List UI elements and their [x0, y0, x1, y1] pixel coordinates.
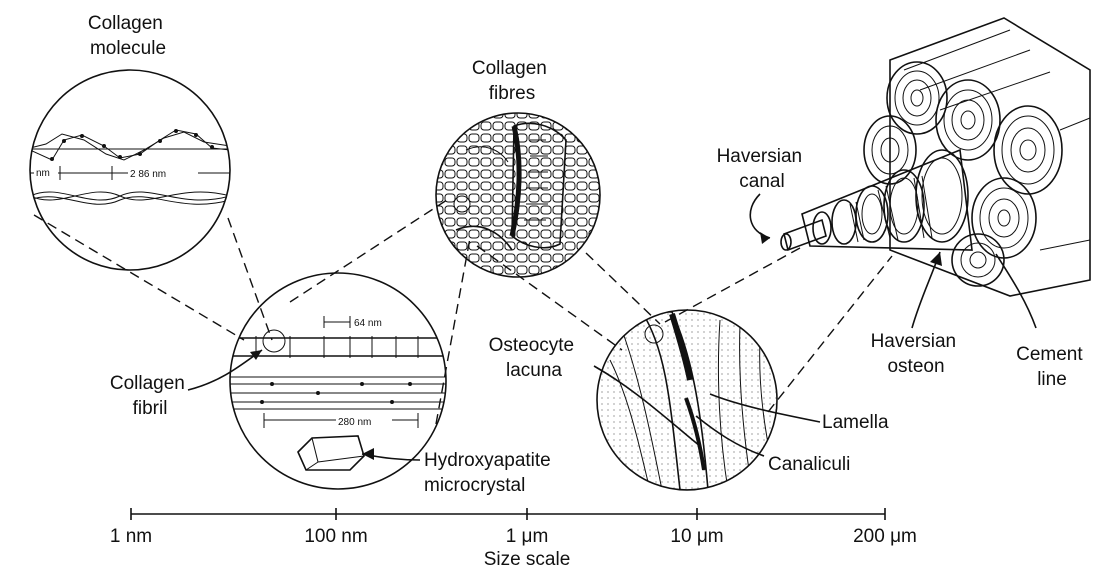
label-haversian-canal: Haversian canal — [717, 146, 808, 192]
molecule-period-dim: 2 86 nm — [130, 169, 166, 180]
label-collagen-molecule: Collagen molecule — [88, 13, 168, 59]
osteon-bundle — [781, 18, 1090, 296]
cement-line-pointer — [996, 254, 1036, 328]
collagen-fibres-circle — [436, 113, 600, 277]
collagen-molecule-circle: nm 2 86 nm — [30, 70, 230, 270]
hydroxyapatite-crystal-icon — [298, 436, 364, 470]
scale-tick-1um: 1 μm — [506, 526, 549, 547]
size-scale-axis: 1 nm 100 nm 1 μm 10 μm 200 μm Size scale — [110, 508, 917, 570]
label-hydroxyapatite: Hydroxyapatite microcrystal — [424, 450, 556, 496]
label-haversian-osteon: Haversian osteon — [871, 331, 962, 377]
label-lamella: Lamella — [822, 412, 889, 433]
connector-molecule-right — [228, 218, 272, 340]
label-collagen-fibril: Collagen fibril — [110, 373, 190, 419]
connector-fibril-top — [290, 198, 450, 302]
molecule-small-dim: nm — [36, 168, 50, 179]
background-osteons — [864, 18, 1090, 296]
label-cement-line: Cement line — [1016, 344, 1088, 390]
fibril-band-dim: 64 nm — [354, 318, 382, 329]
scale-tick-10um: 10 μm — [670, 526, 723, 547]
scale-title: Size scale — [484, 549, 571, 570]
connector-molecule-left — [34, 215, 244, 340]
label-osteocyte-lacuna: Osteocyte lacuna — [489, 335, 580, 381]
label-canaliculi: Canaliculi — [768, 454, 850, 475]
label-collagen-fibres: Collagen fibres — [472, 58, 552, 104]
fibril-length-dim: 280 nm — [338, 417, 371, 428]
scale-tick-200um: 200 μm — [853, 526, 917, 547]
connector-fibres-right — [586, 253, 660, 324]
collagen-fibril-circle: 64 nm 280 nm — [230, 273, 446, 489]
haversian-canal-arrow — [750, 194, 770, 238]
scale-tick-1nm: 1 nm — [110, 526, 152, 547]
lamella-circle — [597, 310, 777, 490]
connector-fibril-bottom — [436, 238, 470, 424]
scale-tick-100nm: 100 nm — [304, 526, 367, 547]
